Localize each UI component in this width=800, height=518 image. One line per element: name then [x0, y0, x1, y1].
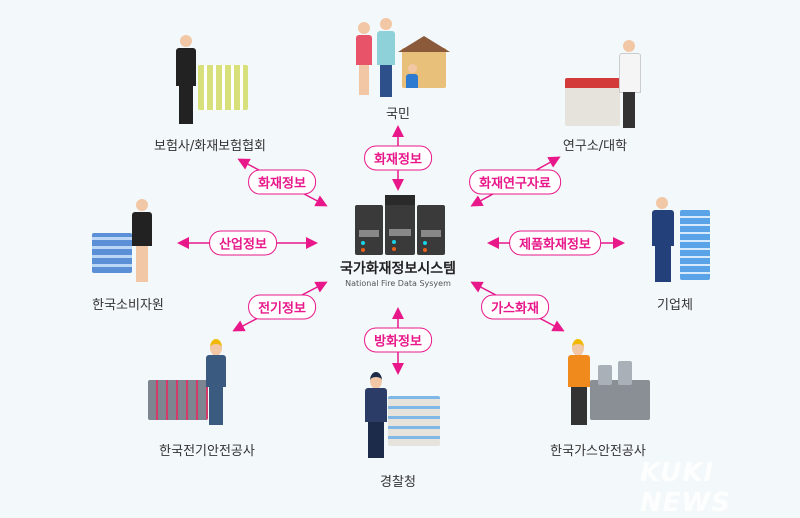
- node-citizen: 국민: [386, 107, 410, 122]
- node-electric: 한국전기안전공사: [159, 444, 255, 459]
- node-gas: 한국가스안전공사: [550, 444, 646, 459]
- node-police: 경찰청: [380, 475, 416, 490]
- node-insurance: 보험사/화재보험협회: [153, 139, 267, 154]
- flow-label-bottom: 방화정보: [364, 327, 432, 353]
- businessman-office-icon: [170, 35, 255, 130]
- flow-label-left: 산업정보: [209, 230, 277, 256]
- flow-label-top-left: 화재정보: [248, 169, 316, 195]
- researcher-university-icon: [565, 40, 650, 130]
- gas-worker-plant-icon: [560, 335, 655, 430]
- node-company: 기업체: [657, 298, 693, 313]
- electrician-plant-icon: [148, 335, 243, 430]
- woman-building-icon: [92, 195, 162, 287]
- flow-label-bottom-right: 가스화재: [481, 294, 549, 320]
- watermark-logo: KUKI NEWS: [640, 458, 731, 518]
- police-station-icon: [360, 368, 445, 463]
- node-consumer: 한국소비자원: [92, 298, 164, 313]
- flow-label-top-right: 화재연구자료: [469, 169, 561, 195]
- worker-tower-icon: [650, 195, 715, 287]
- flow-label-bottom-left: 전기정보: [248, 294, 316, 320]
- node-research: 연구소/대학: [562, 139, 628, 154]
- server-icon: [355, 195, 445, 255]
- system-title: 국가화재정보시스템: [340, 261, 456, 277]
- flow-label-right: 제품화재정보: [509, 230, 601, 256]
- system-subtitle: National Fire Data Sysyem: [345, 279, 451, 288]
- family-house-icon: [350, 18, 450, 100]
- flow-label-top: 화재정보: [364, 145, 432, 171]
